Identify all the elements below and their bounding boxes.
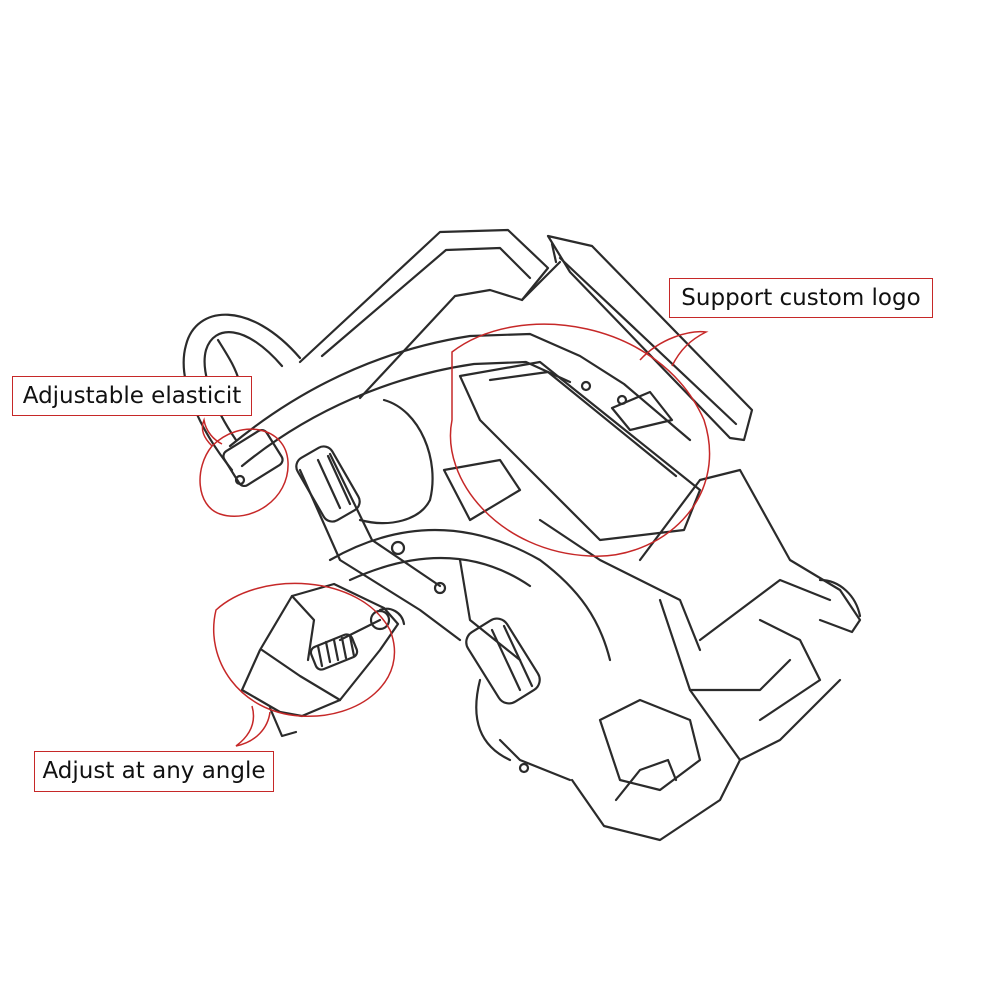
callout-adjust-angle: Adjust at any angle bbox=[34, 751, 274, 792]
logo-highlight-pointer bbox=[639, 330, 709, 367]
highlight-markers bbox=[199, 323, 711, 747]
angle-highlight-circle bbox=[212, 582, 396, 717]
callout-adjustable-elasticity: Adjustable elasticit bbox=[12, 376, 252, 416]
bottle-cage-sketch bbox=[182, 228, 862, 842]
lower-slot bbox=[465, 617, 541, 705]
angle-highlight-pointer bbox=[235, 705, 271, 747]
callout-support-custom-logo: Support custom logo bbox=[669, 278, 933, 318]
top-rail bbox=[546, 234, 754, 442]
elasticity-highlight-circle bbox=[199, 428, 289, 517]
upper-crossbar bbox=[222, 332, 702, 542]
angle-bracket bbox=[240, 582, 406, 738]
lower-frame bbox=[475, 468, 862, 842]
cage-body bbox=[295, 398, 702, 662]
screws bbox=[234, 394, 628, 774]
upper-frame bbox=[298, 228, 562, 400]
logo-highlight-circle bbox=[449, 323, 711, 557]
elasticity-highlight-pointer bbox=[201, 417, 223, 447]
